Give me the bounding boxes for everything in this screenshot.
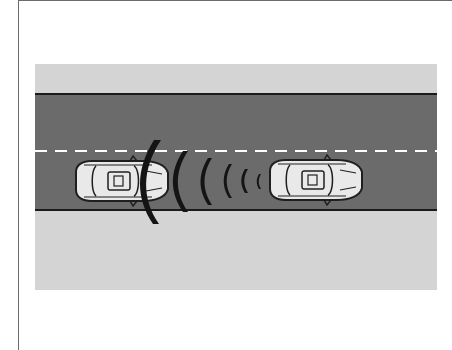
- host-vehicle: [76, 156, 168, 206]
- preceding-vehicle: [270, 155, 362, 205]
